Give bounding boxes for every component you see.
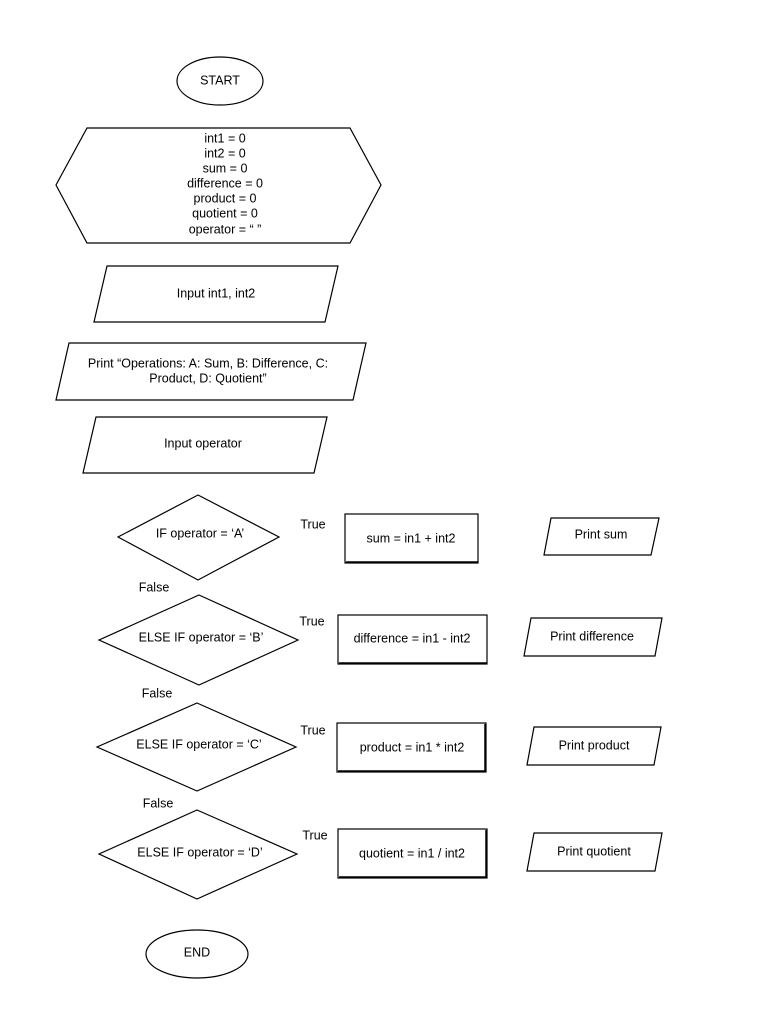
input-ints-parallelogram: Input int1, int2 [93, 265, 339, 323]
output-product-parallelogram [526, 726, 662, 766]
process-quotient-label: quotient = in1 / int2 [359, 846, 465, 860]
output-sum-parallelogram [543, 517, 660, 556]
output-difference-label: Print difference [550, 629, 634, 643]
init-line-operator: operator = “ ” [189, 222, 262, 236]
decision-b-label: ELSE IF operator = ‘B’ [139, 630, 264, 644]
decision-a-false-label: False [139, 580, 170, 594]
process-sum-box [344, 513, 479, 564]
input-ints-label: Input int1, int2 [177, 286, 256, 300]
decision-d-true-label: True [302, 828, 327, 842]
output-difference-parallelogram [523, 617, 663, 657]
decision-a-label: IF operator = ‘A’ [156, 526, 244, 540]
input-operator-label: Input operator [164, 436, 242, 450]
end-terminator: END [145, 929, 249, 979]
output-quotient-parallelogram [526, 832, 663, 872]
init-line-int1: int1 = 0 [204, 131, 245, 145]
start-terminator: START [176, 56, 264, 106]
decision-b-false-label: False [142, 686, 173, 700]
branch-d: ELSE IF operator = ‘D’ True quotient = i… [97, 809, 663, 900]
decision-c-true-label: True [300, 723, 325, 737]
branch-b: ELSE IF operator = ‘B’ True False differ… [97, 594, 663, 700]
decision-b-true-label: True [299, 614, 324, 628]
input-operator-parallelogram: Input operator [82, 416, 328, 474]
decision-c-diamond [95, 702, 298, 792]
decision-c-label: ELSE IF operator = ‘C’ [136, 737, 261, 751]
output-quotient-label: Print quotient [557, 844, 631, 858]
process-product-label: product = in1 * int2 [360, 740, 465, 754]
decision-d-label: ELSE IF operator = ‘D’ [137, 845, 262, 859]
start-label: START [200, 73, 240, 87]
init-line-quotient: quotient = 0 [192, 206, 258, 220]
process-product-box [336, 722, 487, 773]
decision-b-diamond [97, 594, 300, 686]
print-operations-parallelogram: Print “Operations: A: Sum, B: Difference… [55, 342, 367, 401]
end-label: END [184, 945, 210, 959]
output-product-label: Print product [559, 738, 630, 752]
decision-a-true-label: True [300, 517, 325, 531]
init-line-sum: sum = 0 [203, 161, 248, 175]
process-difference-label: difference = in1 - int2 [354, 631, 471, 645]
decision-a-diamond [116, 494, 281, 581]
initialization-block: int1 = 0 int2 = 0 sum = 0 difference = 0… [55, 127, 382, 244]
init-line-int2: int2 = 0 [204, 146, 245, 160]
print-ops-line-2: Product, D: Quotient” [149, 371, 266, 385]
branch-a: IF operator = ‘A’ True False sum = in1 +… [116, 494, 660, 594]
branch-c: ELSE IF operator = ‘C’ True False produc… [95, 702, 662, 810]
init-line-difference: difference = 0 [187, 176, 263, 190]
print-ops-line-1: Print “Operations: A: Sum, B: Difference… [88, 356, 328, 370]
decision-c-false-label: False [143, 796, 174, 810]
decision-d-diamond [97, 809, 299, 900]
process-quotient-box [337, 828, 488, 879]
output-sum-label: Print sum [575, 527, 628, 541]
process-sum-label: sum = in1 + int2 [367, 531, 456, 545]
process-difference-box [337, 614, 488, 665]
init-line-product: product = 0 [194, 191, 257, 205]
